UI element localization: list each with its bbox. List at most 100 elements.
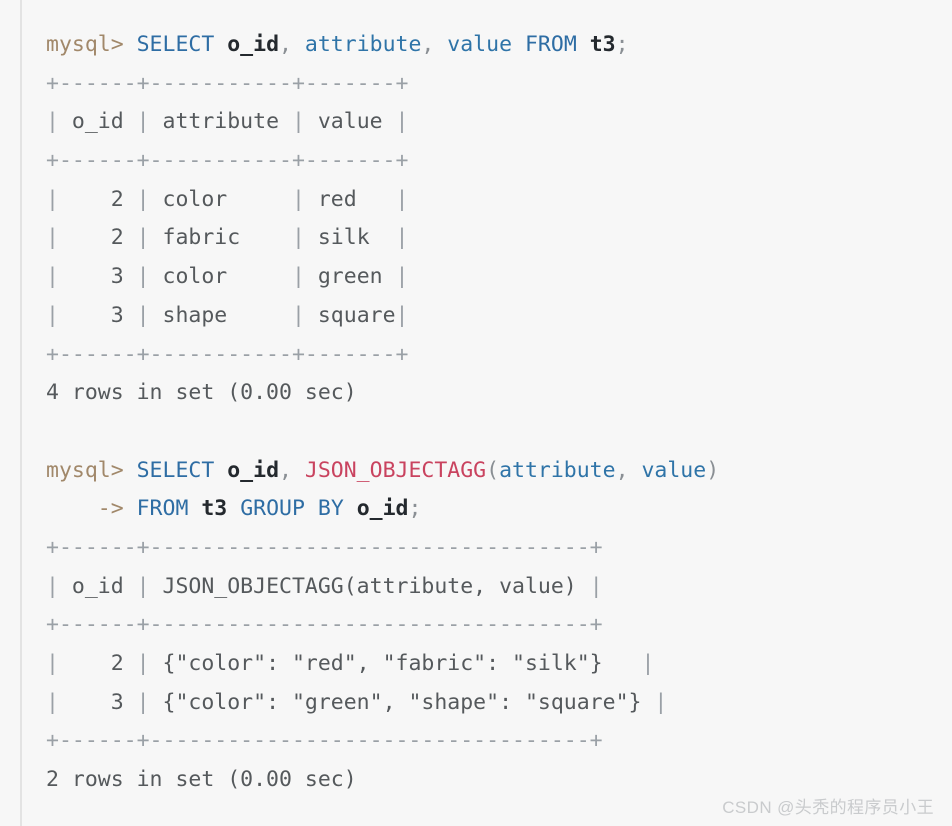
token-punct: , <box>279 457 305 483</box>
table-2-rule-top: +------+--------------------------------… <box>46 529 952 568</box>
token-bar: | <box>654 689 668 715</box>
token-prompt: mysql> <box>46 32 137 57</box>
token-bar: | <box>589 573 603 599</box>
token-punct: , <box>615 457 642 483</box>
token-rule: +------+-----------+-------+ <box>46 148 409 174</box>
token-out: 3 <box>58 302 137 328</box>
token-out: JSON_OBJECTAGG(attribute, value) <box>149 573 590 599</box>
token-keyword: FROM <box>136 496 189 522</box>
token-bar: | <box>46 689 59 715</box>
token-bar: | <box>291 225 305 251</box>
token-out: o_id <box>58 573 137 599</box>
result-1-status: 4 rows in set (0.00 sec) <box>46 374 952 413</box>
token-keyword: SELECT <box>136 32 215 57</box>
token-rule: +------+--------------------------------… <box>46 728 603 754</box>
token-plain <box>227 496 240 521</box>
token-out: green <box>304 264 396 290</box>
csdn-watermark: CSDN @头秃的程序员小王 <box>722 798 934 817</box>
table-1-rule-mid: +------+-----------+-------+ <box>46 142 952 181</box>
token-punct: , <box>279 32 305 57</box>
code-block-left-rule <box>20 0 22 826</box>
table-2-row-2: | 3 | {"color": "green", "shape": "squar… <box>46 684 952 723</box>
token-bar: | <box>136 225 150 251</box>
token-out: square <box>304 302 396 328</box>
token-rule: +------+-----------+-------+ <box>46 341 409 367</box>
token-ident: attribute <box>304 32 422 57</box>
table-1-row-3: | 3 | color | green | <box>46 258 952 297</box>
table-2-row-1: | 2 | {"color": "red", "fabric": "silk"}… <box>46 645 952 684</box>
token-bar: | <box>291 302 305 328</box>
token-out: red <box>304 186 396 212</box>
token-plain <box>46 419 59 444</box>
token-out: 2 <box>58 186 137 212</box>
token-plain <box>214 32 227 57</box>
spacer-1 <box>46 413 952 452</box>
token-name: o_id <box>356 496 409 522</box>
token-plain <box>214 458 227 483</box>
table-2-rule-mid: +------+--------------------------------… <box>46 606 952 645</box>
token-bar: | <box>395 302 409 328</box>
token-out: 3 <box>58 689 137 715</box>
query-1-prompt: mysql> SELECT o_id, attribute, value FRO… <box>46 26 952 65</box>
token-bar: | <box>395 225 409 251</box>
token-name: t3 <box>201 496 228 522</box>
token-rule: +------+-----------+-------+ <box>46 70 409 96</box>
token-bar: | <box>136 689 150 715</box>
token-out: value <box>304 109 396 135</box>
token-out: color <box>149 264 292 290</box>
token-bar: | <box>136 186 150 212</box>
token-out: 2 rows in set (0.00 sec) <box>46 767 357 793</box>
token-punct: ; <box>408 496 422 522</box>
token-out: 2 <box>58 651 137 676</box>
token-bar: | <box>291 264 305 290</box>
token-bar: | <box>46 573 59 599</box>
token-bar: | <box>291 186 305 212</box>
token-prompt: mysql> <box>46 457 137 483</box>
token-punct: ( <box>486 457 500 483</box>
token-out: attribute <box>149 109 292 135</box>
token-name: t3 <box>589 32 616 57</box>
token-rule: +------+--------------------------------… <box>46 534 603 560</box>
table-1-row-1: | 2 | color | red | <box>46 181 952 220</box>
table-1-rule-top: +------+-----------+-------+ <box>46 65 952 104</box>
token-out: shape <box>149 302 292 328</box>
token-bar: | <box>46 651 59 676</box>
token-plain <box>577 32 590 57</box>
token-func: JSON_OBJECTAGG <box>304 457 487 483</box>
token-bar: | <box>395 186 409 212</box>
token-keyword: BY <box>317 496 344 522</box>
token-prompt: -> <box>46 496 137 522</box>
token-out: {"color": "green", "shape": "square"} <box>149 689 655 715</box>
token-rule: +------+--------------------------------… <box>46 612 603 638</box>
token-plain <box>344 496 357 521</box>
token-out: silk <box>304 225 396 251</box>
token-bar: | <box>136 651 150 676</box>
table-2-header: | o_id | JSON_OBJECTAGG(attribute, value… <box>46 568 952 607</box>
token-bar: | <box>136 109 150 135</box>
token-bar: | <box>136 264 150 290</box>
token-bar: | <box>46 186 59 212</box>
token-ident: value <box>447 32 513 57</box>
table-1-header: | o_id | attribute | value | <box>46 103 952 142</box>
token-punct: ; <box>615 32 629 57</box>
token-keyword: FROM <box>524 32 577 57</box>
token-ident: attribute <box>499 457 616 483</box>
token-name: o_id <box>227 32 280 57</box>
token-bar: | <box>395 264 409 290</box>
token-out: 3 <box>58 264 137 290</box>
token-bar: | <box>136 573 150 599</box>
token-bar: | <box>641 651 655 676</box>
token-out: 2 <box>58 225 137 251</box>
table-2-rule-bottom: +------+--------------------------------… <box>46 722 952 761</box>
token-plain <box>305 496 318 521</box>
table-1-row-4: | 3 | shape | square| <box>46 297 952 336</box>
token-out: {"color": "red", "fabric": "silk"} <box>149 651 642 676</box>
token-bar: | <box>46 109 59 135</box>
token-out: color <box>149 186 292 212</box>
token-keyword: SELECT <box>136 457 215 483</box>
token-bar: | <box>46 302 59 328</box>
terminal-output-lines: mysql> SELECT o_id, attribute, value FRO… <box>46 26 952 800</box>
token-bar: | <box>46 264 59 290</box>
token-out: fabric <box>149 225 292 251</box>
